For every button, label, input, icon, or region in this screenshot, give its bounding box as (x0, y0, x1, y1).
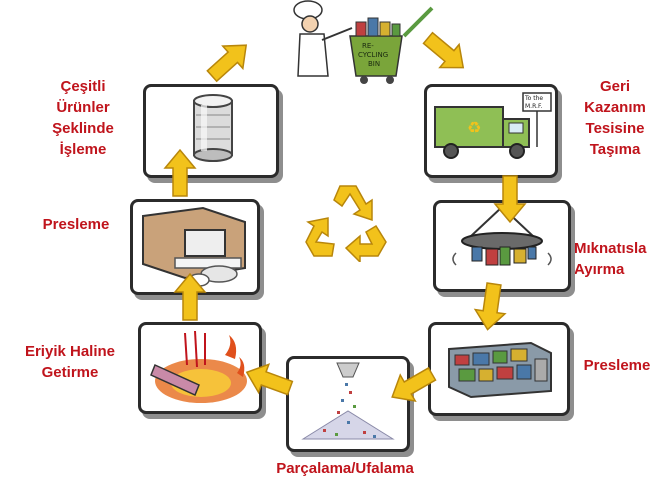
label-presleme-left: Presleme (42, 216, 110, 233)
truck-sign-line2: M.R.F. (525, 103, 542, 110)
label-geri-kazanim: Geri Kazanım Tesisine Taşıma (584, 78, 646, 158)
label-parcalama-ufalama: Parçalama/Ufalama (276, 460, 414, 477)
truck-icon: ♻ To the M.R.F. (434, 92, 552, 159)
panel-magnet-separation (433, 200, 571, 292)
press-machine-icon (142, 206, 246, 287)
label-presleme-right: Presleme (583, 357, 651, 374)
tin-can-icon (193, 94, 233, 162)
recycle-symbol-icon (305, 185, 387, 262)
arrow-to-can (164, 149, 196, 197)
shredded-pile-icon (301, 362, 395, 440)
arrow-to-chef (201, 33, 257, 88)
arrow-to-molten (240, 357, 296, 403)
bin-text-line1: RE- (362, 42, 374, 50)
arrow-to-press (174, 273, 206, 321)
panel-molten-metal (138, 322, 262, 414)
arrow-to-magnet (494, 175, 526, 223)
arrow-to-truck (417, 25, 474, 80)
label-miknatisla-ayirma: Mıknatısla Ayırma (574, 240, 647, 278)
label-eriyik-haline: Eriyik Haline Getirme (24, 343, 116, 381)
scrap-bale-icon (448, 341, 552, 399)
fire-furnace-icon (150, 330, 247, 403)
bin-text-line2: CYCLING (358, 51, 388, 59)
truck-sign-line1: To the (524, 95, 543, 102)
svg-text:♻: ♻ (467, 118, 481, 137)
panel-truck-transport: ♻ To the M.R.F. (424, 84, 558, 178)
panel-shredding (286, 356, 410, 452)
arrow-to-bale (471, 281, 510, 333)
panel-press-rolls (130, 199, 260, 295)
label-cesitli-urunler: Çeşitli Ürünler Şeklinde İşleme (52, 78, 114, 158)
panel-baled-scrap (428, 322, 570, 416)
magnet-icon (452, 206, 552, 266)
chef-recycling-bin-illustration: RE- CYCLING BIN (293, 0, 434, 84)
bin-text-line3: BIN (368, 60, 380, 68)
arrow-to-shredding (383, 360, 441, 411)
panel-can-products (143, 84, 279, 178)
